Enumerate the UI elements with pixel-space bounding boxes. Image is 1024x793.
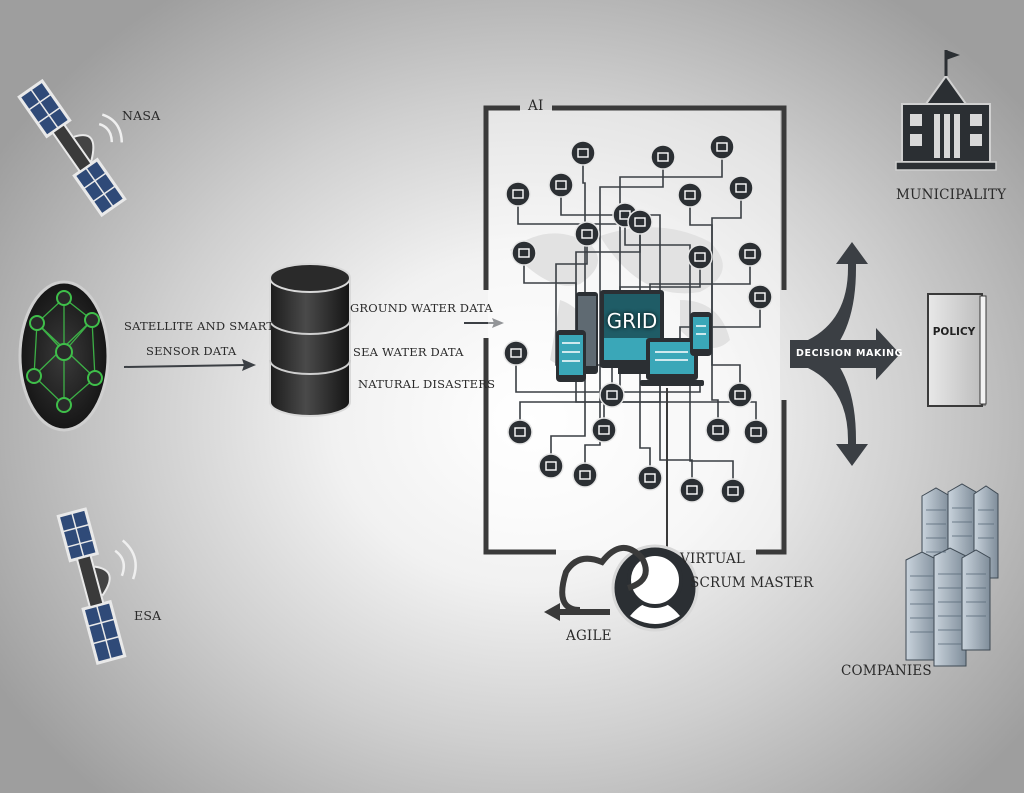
city-hall-icon [895,50,997,171]
scrum-master-label: SCRUM MASTER [690,575,814,591]
satellite-data-label-line1: SATELLITE AND SMART [124,319,275,333]
scrum-master-avatar-icon [611,544,699,632]
grid-connector [689,312,734,491]
grid-node-icon [727,382,753,408]
grid-label: GRID [606,309,658,333]
grid-node-icon [599,382,625,408]
grid-devices [556,290,712,386]
grid-node-icon [677,182,703,208]
companies-label: COMPANIES [841,663,932,679]
grid-connector [517,194,641,290]
grid-node-icon [572,462,598,488]
grid-node-icon [637,465,663,491]
grid-connector [711,345,741,395]
grid-connector [599,157,664,292]
natural-disasters-label: NATURAL DISASTERS [358,377,496,391]
grid-connector [711,188,742,345]
satellite-data-label-line2: SENSOR DATA [146,344,237,358]
grid-connector [624,215,691,312]
policy-label: POLICY [932,326,976,338]
decision-making-arrows [790,242,900,466]
grid-node-icon [591,417,617,443]
grid-node-icon [743,419,769,445]
skyscrapers-icon [905,483,999,667]
sea-water-label: SEA WATER DATA [353,345,464,359]
grid-connector [560,185,661,290]
grid-node-icon [503,340,529,366]
grid-node-icon [720,478,746,504]
grid-node-icon [737,241,763,267]
decision-making-label: DECISION MAKING [796,348,904,359]
grid-node-icon [687,244,713,270]
grid-node-icon [574,221,600,247]
grid-node-icon [705,417,731,443]
grid-connector [584,292,601,475]
grid-connector [619,147,723,290]
grid-node-icon [570,140,596,166]
grid-node-icon [511,240,537,266]
ground-water-label: GROUND WATER DATA [350,301,493,315]
grid-node-icon [650,144,676,170]
grid-connector [555,234,588,350]
network-globe-icon [18,280,110,432]
grid-node-icon [548,172,574,198]
esa-label: ESA [134,608,162,623]
policy-book-icon [927,293,987,407]
grid-node-icon [507,419,533,445]
esa-satellite-icon [56,507,137,665]
nasa-label: NASA [122,108,161,123]
grid-node-icon [627,209,653,235]
grid-node-icon [505,181,531,207]
grid-node-icon [709,134,735,160]
database-to-ai-arrow [464,318,504,328]
nasa-satellite-icon [17,78,127,218]
agile-loop-icon [544,545,649,621]
municipality-label: MUNICIPALITY [896,187,1007,203]
data-flow-arrow [123,359,256,371]
ai-label: AI [528,98,544,114]
agile-label: AGILE [566,628,612,644]
grid-node-icon [538,453,564,479]
grid-nodes [503,134,773,504]
grid-node-icon [679,477,705,503]
grid-node-icon [747,284,773,310]
database-icon [269,263,351,417]
virtual-label: VIRTUAL [680,551,746,567]
grid-node-icon [728,175,754,201]
